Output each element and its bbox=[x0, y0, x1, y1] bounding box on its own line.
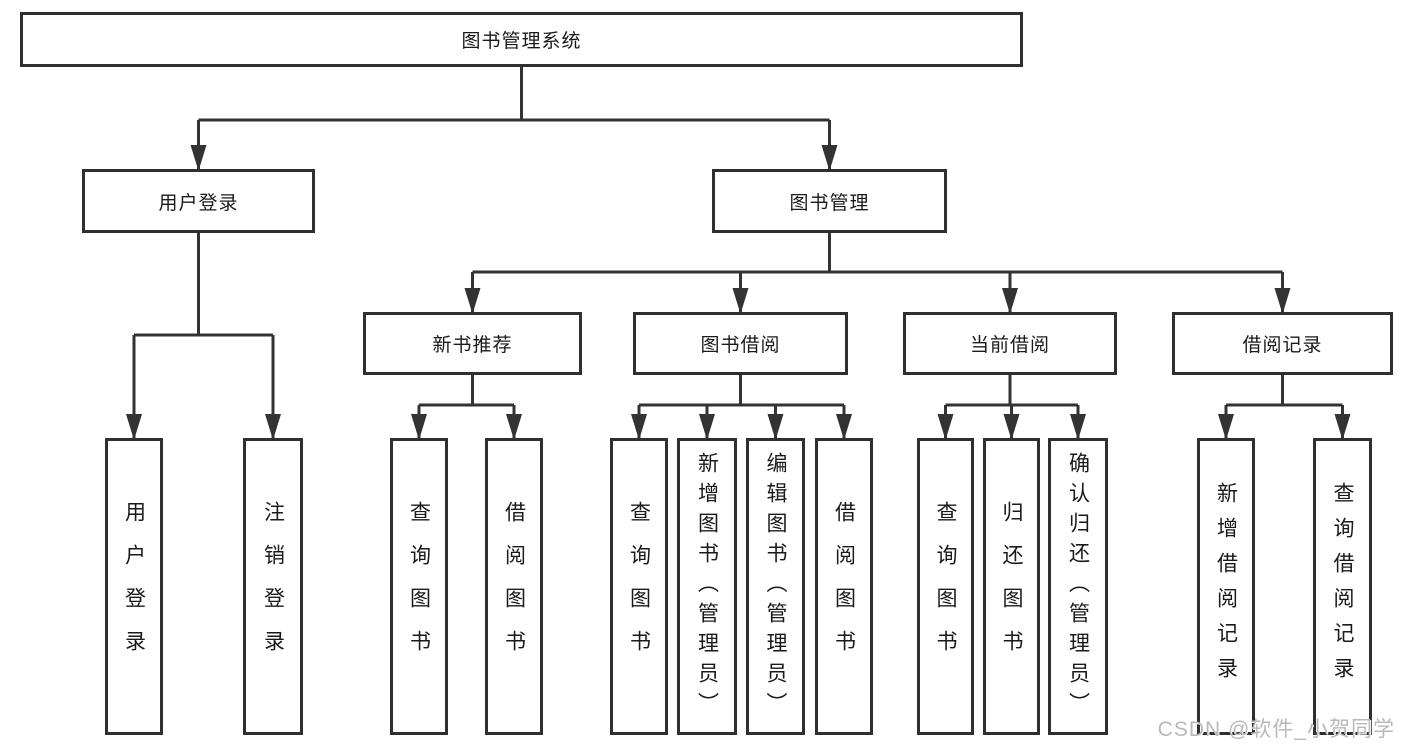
leaf-borrow-books-1: 借阅图书 bbox=[485, 438, 543, 735]
leaf-edit-book: 编辑图书（管理员） bbox=[746, 438, 805, 735]
node-current-borrow: 当前借阅 bbox=[903, 312, 1117, 375]
leaf-query-borrow-record-label: 查询借阅记录 bbox=[1331, 481, 1354, 692]
node-user-login: 用户登录 bbox=[82, 169, 315, 233]
leaf-add-borrow-record: 新增借阅记录 bbox=[1197, 438, 1255, 735]
watermark: CSDN @软件_小贺同学 bbox=[1157, 718, 1395, 741]
leaf-borrow-books-1-label: 借阅图书 bbox=[502, 500, 526, 673]
leaf-edit-book-label: 编辑图书（管理员） bbox=[764, 451, 787, 722]
leaf-user-login: 用户登录 bbox=[105, 438, 163, 735]
node-book-management: 图书管理 bbox=[712, 169, 947, 233]
leaf-confirm-return: 确认归还（管理员） bbox=[1048, 438, 1108, 735]
leaf-return-book: 归还图书 bbox=[983, 438, 1040, 735]
node-library-system: 图书管理系统 bbox=[20, 12, 1023, 67]
leaf-query-books-3: 查询图书 bbox=[917, 438, 974, 735]
leaf-logout-label: 注销登录 bbox=[261, 500, 285, 673]
leaf-query-books-1-label: 查询图书 bbox=[407, 500, 431, 673]
leaf-borrow-books-2: 借阅图书 bbox=[815, 438, 873, 735]
leaf-add-book-label: 新增图书（管理员） bbox=[695, 451, 719, 722]
leaf-query-borrow-record: 查询借阅记录 bbox=[1313, 438, 1372, 735]
leaf-query-books-2: 查询图书 bbox=[610, 438, 668, 735]
leaf-add-book: 新增图书（管理员） bbox=[677, 438, 737, 735]
leaf-borrow-books-2-label: 借阅图书 bbox=[832, 500, 856, 673]
node-new-book-recommend: 新书推荐 bbox=[363, 312, 582, 375]
leaf-query-books-1: 查询图书 bbox=[390, 438, 448, 735]
leaf-query-books-2-label: 查询图书 bbox=[627, 500, 651, 673]
leaf-add-borrow-record-label: 新增借阅记录 bbox=[1214, 481, 1238, 692]
leaf-confirm-return-label: 确认归还（管理员） bbox=[1066, 451, 1090, 722]
leaf-user-login-label: 用户登录 bbox=[122, 500, 146, 673]
node-book-borrow: 图书借阅 bbox=[633, 312, 848, 375]
node-borrow-records: 借阅记录 bbox=[1172, 312, 1393, 375]
leaf-return-book-label: 归还图书 bbox=[1000, 500, 1023, 673]
leaf-query-books-3-label: 查询图书 bbox=[934, 500, 957, 673]
leaf-logout: 注销登录 bbox=[243, 438, 303, 735]
